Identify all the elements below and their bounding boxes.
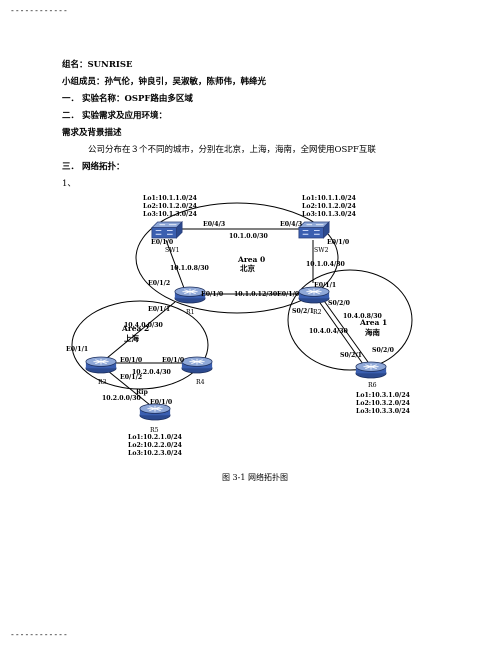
sw1-loopbacks: Lo1:10.1.1.0/24 Lo2:10.1.2.0/24 Lo3:10.1… [143, 195, 198, 218]
svg-text:10.2.0.0/30: 10.2.0.0/30 [102, 395, 142, 402]
svg-text:S0/2/1: S0/2/1 [292, 308, 314, 315]
svg-text:10.1.0.8/30: 10.1.0.8/30 [170, 265, 210, 272]
svg-text:E0/1/0: E0/1/0 [120, 357, 143, 364]
switch-sw1-icon [151, 221, 183, 239]
svg-text:E0/4/3: E0/4/3 [203, 221, 225, 228]
svg-text:E0/1/2: E0/1/2 [120, 374, 142, 381]
area-0-boundary [135, 202, 339, 314]
r5-loopbacks: Lo1:10.2.1.0/24 Lo2:10.2.2.0/24 Lo3:10.2… [128, 434, 183, 457]
area-1-boundary [287, 269, 413, 371]
label-r3: R3 [98, 379, 107, 386]
team-members: 小组成员：孙气伦，钟良引，吴淑敏，陈师伟，韩绛光 [62, 77, 267, 87]
label-r5: R5 [150, 427, 159, 434]
router-r5-icon [139, 403, 171, 421]
svg-text:E0/1/0: E0/1/0 [277, 291, 300, 298]
requirement-title: 需求及背景描述 [62, 128, 122, 138]
requirement-body: 公司分布在３个不同的城市，分别在北京，上海，海南，全网使用OSPF互联 [88, 145, 376, 155]
svg-text:E0/1/0: E0/1/0 [201, 291, 224, 298]
svg-text:10.2.0.4/30: 10.2.0.4/30 [132, 369, 172, 376]
svg-text:10.4.0.0/30: 10.4.0.0/30 [124, 322, 164, 329]
svg-text:Lo3:10.1.3.0/24: Lo3:10.1.3.0/24 [302, 211, 357, 218]
section-1-title: 一． 实验名称：OSPF路由多区域 [62, 94, 193, 104]
svg-text:Lo1:10.1.1.0/24: Lo1:10.1.1.0/24 [302, 195, 357, 202]
area-1-city: 海南 [365, 327, 380, 337]
svg-text:Lo3:10.1.3.0/24: Lo3:10.1.3.0/24 [143, 211, 198, 218]
link-r2-r6-b [317, 299, 364, 365]
area-1-name: Area 1 [359, 318, 387, 327]
figure-caption: 图 3-1 网络拓扑图 [222, 473, 288, 482]
svg-text:E0/1/1: E0/1/1 [66, 346, 88, 353]
device-labels: SW1 SW2 R1 R2 R3 R4 R5 R6 [98, 247, 377, 434]
svg-text:Lo2:10.2.2.0/24: Lo2:10.2.2.0/24 [128, 442, 183, 449]
router-r3-icon [85, 356, 117, 374]
label-r6: R6 [368, 382, 377, 389]
svg-text:S0/2/1: S0/2/1 [340, 352, 362, 359]
svg-text:E0/1/1: E0/1/1 [148, 306, 170, 313]
svg-text:S0/2/0: S0/2/0 [328, 300, 351, 307]
switch-sw2-icon [298, 221, 330, 239]
svg-text:E0/1/2: E0/1/2 [148, 280, 170, 287]
area-0-name: Area 0 [237, 255, 265, 264]
link-r3-r5 [107, 370, 151, 406]
subnet-labels: 10.1.0.0/30 10.1.0.8/30 10.1.0.4/30 10.1… [102, 233, 383, 402]
label-sw1: SW1 [165, 247, 180, 254]
list-item-1: 1、 [62, 179, 76, 189]
team-name: 组名：SUNRISE [62, 60, 133, 70]
svg-text:10.4.0.4/30: 10.4.0.4/30 [309, 328, 349, 335]
svg-text:10.1.0.0/30: 10.1.0.0/30 [229, 233, 269, 240]
label-r4: R4 [196, 379, 205, 386]
svg-text:Lo1:10.2.1.0/24: Lo1:10.2.1.0/24 [128, 434, 183, 441]
section-2-title: 二． 实验需求及应用环境： [62, 111, 167, 121]
area-2-city: 上海 [124, 333, 139, 343]
svg-text:E0/4/3: E0/4/3 [280, 221, 302, 228]
area-2-boundary [71, 300, 209, 390]
bottom-separator: ------------ [10, 630, 68, 639]
svg-text:Lo3:10.2.3.0/24: Lo3:10.2.3.0/24 [128, 450, 183, 457]
links [106, 228, 369, 406]
interface-labels: E0/4/3 E0/4/3 E0/1/0 E0/1/0 E0/1/2 E0/1/… [66, 221, 395, 406]
area-0-city: 北京 [240, 263, 255, 273]
router-r6-icon [355, 361, 387, 379]
section-3-title: 三． 网络拓扑： [62, 162, 125, 172]
label-r1: R1 [186, 309, 195, 316]
svg-text:10.4.0.8/30: 10.4.0.8/30 [343, 313, 383, 320]
area-2-name: Area 2 [121, 324, 149, 333]
svg-text:Lo2:10.3.2.0/24: Lo2:10.3.2.0/24 [356, 400, 411, 407]
svg-text:10.1.0.12/30: 10.1.0.12/30 [234, 291, 278, 298]
svg-text:Lo2:10.1.2.0/24: Lo2:10.1.2.0/24 [302, 203, 357, 210]
svg-text:E0/1/0: E0/1/0 [151, 239, 174, 246]
link-sw1-r1 [165, 239, 185, 289]
svg-text:Lo1:10.1.1.0/24: Lo1:10.1.1.0/24 [143, 195, 198, 202]
area-labels: Area 0 北京 Area 1 海南 Area 2 上海 [121, 255, 387, 343]
link-r2-r6-a [321, 297, 369, 363]
r6-loopbacks: Lo1:10.3.1.0/24 Lo2:10.3.2.0/24 Lo3:10.3… [356, 392, 411, 415]
router-r2-icon [298, 286, 330, 304]
svg-text:E0/1/1: E0/1/1 [314, 282, 336, 289]
svg-text:E0/1/0: E0/1/0 [150, 399, 173, 406]
svg-text:Rip: Rip [136, 389, 148, 396]
svg-text:E0/1/0: E0/1/0 [162, 357, 185, 364]
label-sw2: SW2 [314, 247, 329, 254]
top-separator: ------------ [10, 6, 68, 15]
svg-text:E0/1/0: E0/1/0 [327, 239, 350, 246]
svg-text:Lo3:10.3.3.0/24: Lo3:10.3.3.0/24 [356, 408, 411, 415]
sw2-loopbacks: Lo1:10.1.1.0/24 Lo2:10.1.2.0/24 Lo3:10.1… [302, 195, 357, 218]
svg-text:Lo1:10.3.1.0/24: Lo1:10.3.1.0/24 [356, 392, 411, 399]
router-r4-icon [181, 356, 213, 374]
link-r1-r3 [106, 301, 176, 359]
label-r2: R2 [313, 309, 322, 316]
svg-text:S0/2/0: S0/2/0 [372, 347, 395, 354]
svg-text:10.1.0.4/30: 10.1.0.4/30 [306, 261, 346, 268]
svg-text:Lo2:10.1.2.0/24: Lo2:10.1.2.0/24 [143, 203, 198, 210]
